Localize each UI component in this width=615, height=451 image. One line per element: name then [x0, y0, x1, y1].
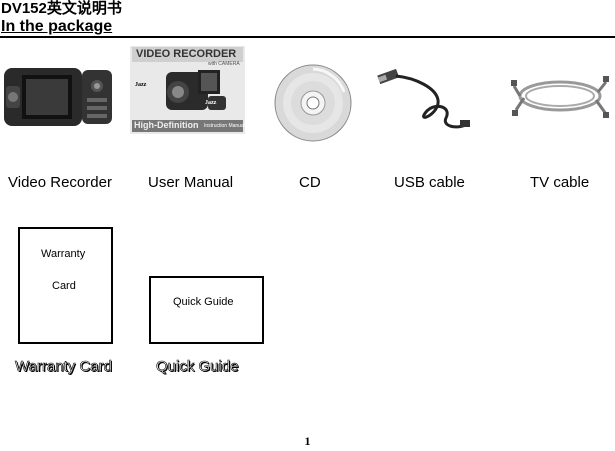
caption-warranty-card: Warranty Card: [15, 358, 113, 376]
manual-brand-left: Jazz: [135, 82, 147, 88]
usb-cable-image: [377, 68, 470, 129]
manual-footer-right: Instruction Manual: [204, 123, 245, 129]
caption-user-manual: User Manual: [148, 174, 234, 191]
warranty-card-box: Warranty Card: [18, 227, 113, 344]
section-title: In the package: [1, 18, 113, 35]
manual-cover-title: VIDEO RECORDER: [136, 48, 237, 60]
manual-footer-left: High-Definition: [134, 120, 199, 130]
user-manual-image: VIDEO RECORDER with CAMERA Jazz Jazz Hig…: [130, 46, 245, 134]
quick-guide-box: Quick Guide: [149, 276, 264, 344]
cd-disc-image: [274, 64, 352, 142]
header-rule: [0, 36, 615, 38]
manual-cover-subtitle: with CAMERA: [208, 61, 240, 67]
warranty-card-line1: Warranty: [41, 248, 86, 260]
video-recorder-image: [4, 68, 112, 126]
tv-cable-image: [511, 76, 609, 118]
page-number: 1: [304, 434, 311, 448]
caption-video-recorder: Video Recorder: [8, 174, 112, 191]
caption-quick-guide: Quick Guide: [156, 358, 239, 376]
warranty-card-line2: Card: [52, 280, 76, 292]
camera-photo-icon: [166, 70, 226, 110]
caption-cd: CD: [299, 174, 321, 191]
document-title: DV152英文说明书: [1, 0, 122, 17]
manual-brand-right: Jazz: [205, 100, 217, 106]
caption-tv-cable: TV cable: [530, 174, 590, 191]
caption-usb-cable: USB cable: [394, 174, 465, 191]
quick-guide-label: Quick Guide: [173, 296, 234, 308]
